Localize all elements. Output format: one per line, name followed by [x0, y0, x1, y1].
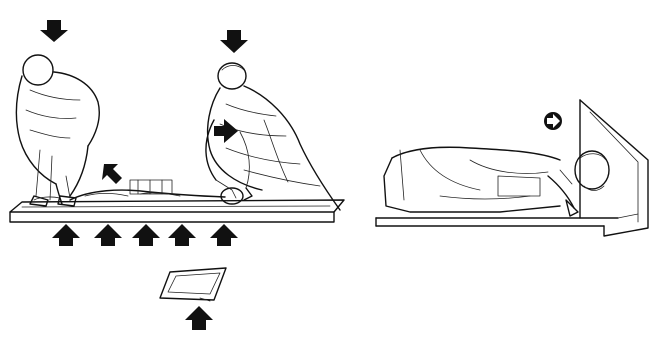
rescuer-left [16, 55, 99, 206]
up-arrow-icon [52, 224, 80, 246]
up-arrow-icon [168, 224, 196, 246]
up-arrow-icon [210, 224, 238, 246]
down-arrow-icon [40, 20, 68, 42]
right-arrow-icon [214, 119, 238, 143]
up-arrow-icon [132, 224, 160, 246]
diagonal-arrow-icon [102, 164, 122, 184]
left-scene [10, 20, 344, 330]
bed-frame [376, 100, 648, 236]
up-arrow-icon [185, 306, 213, 330]
spine-board [10, 200, 344, 222]
small-board [160, 268, 226, 301]
patient-lying [384, 147, 609, 216]
down-arrow-icon [220, 30, 248, 53]
right-scene [376, 100, 648, 236]
up-arrow-icon [94, 224, 122, 246]
circled-arrow-icon [544, 112, 562, 130]
